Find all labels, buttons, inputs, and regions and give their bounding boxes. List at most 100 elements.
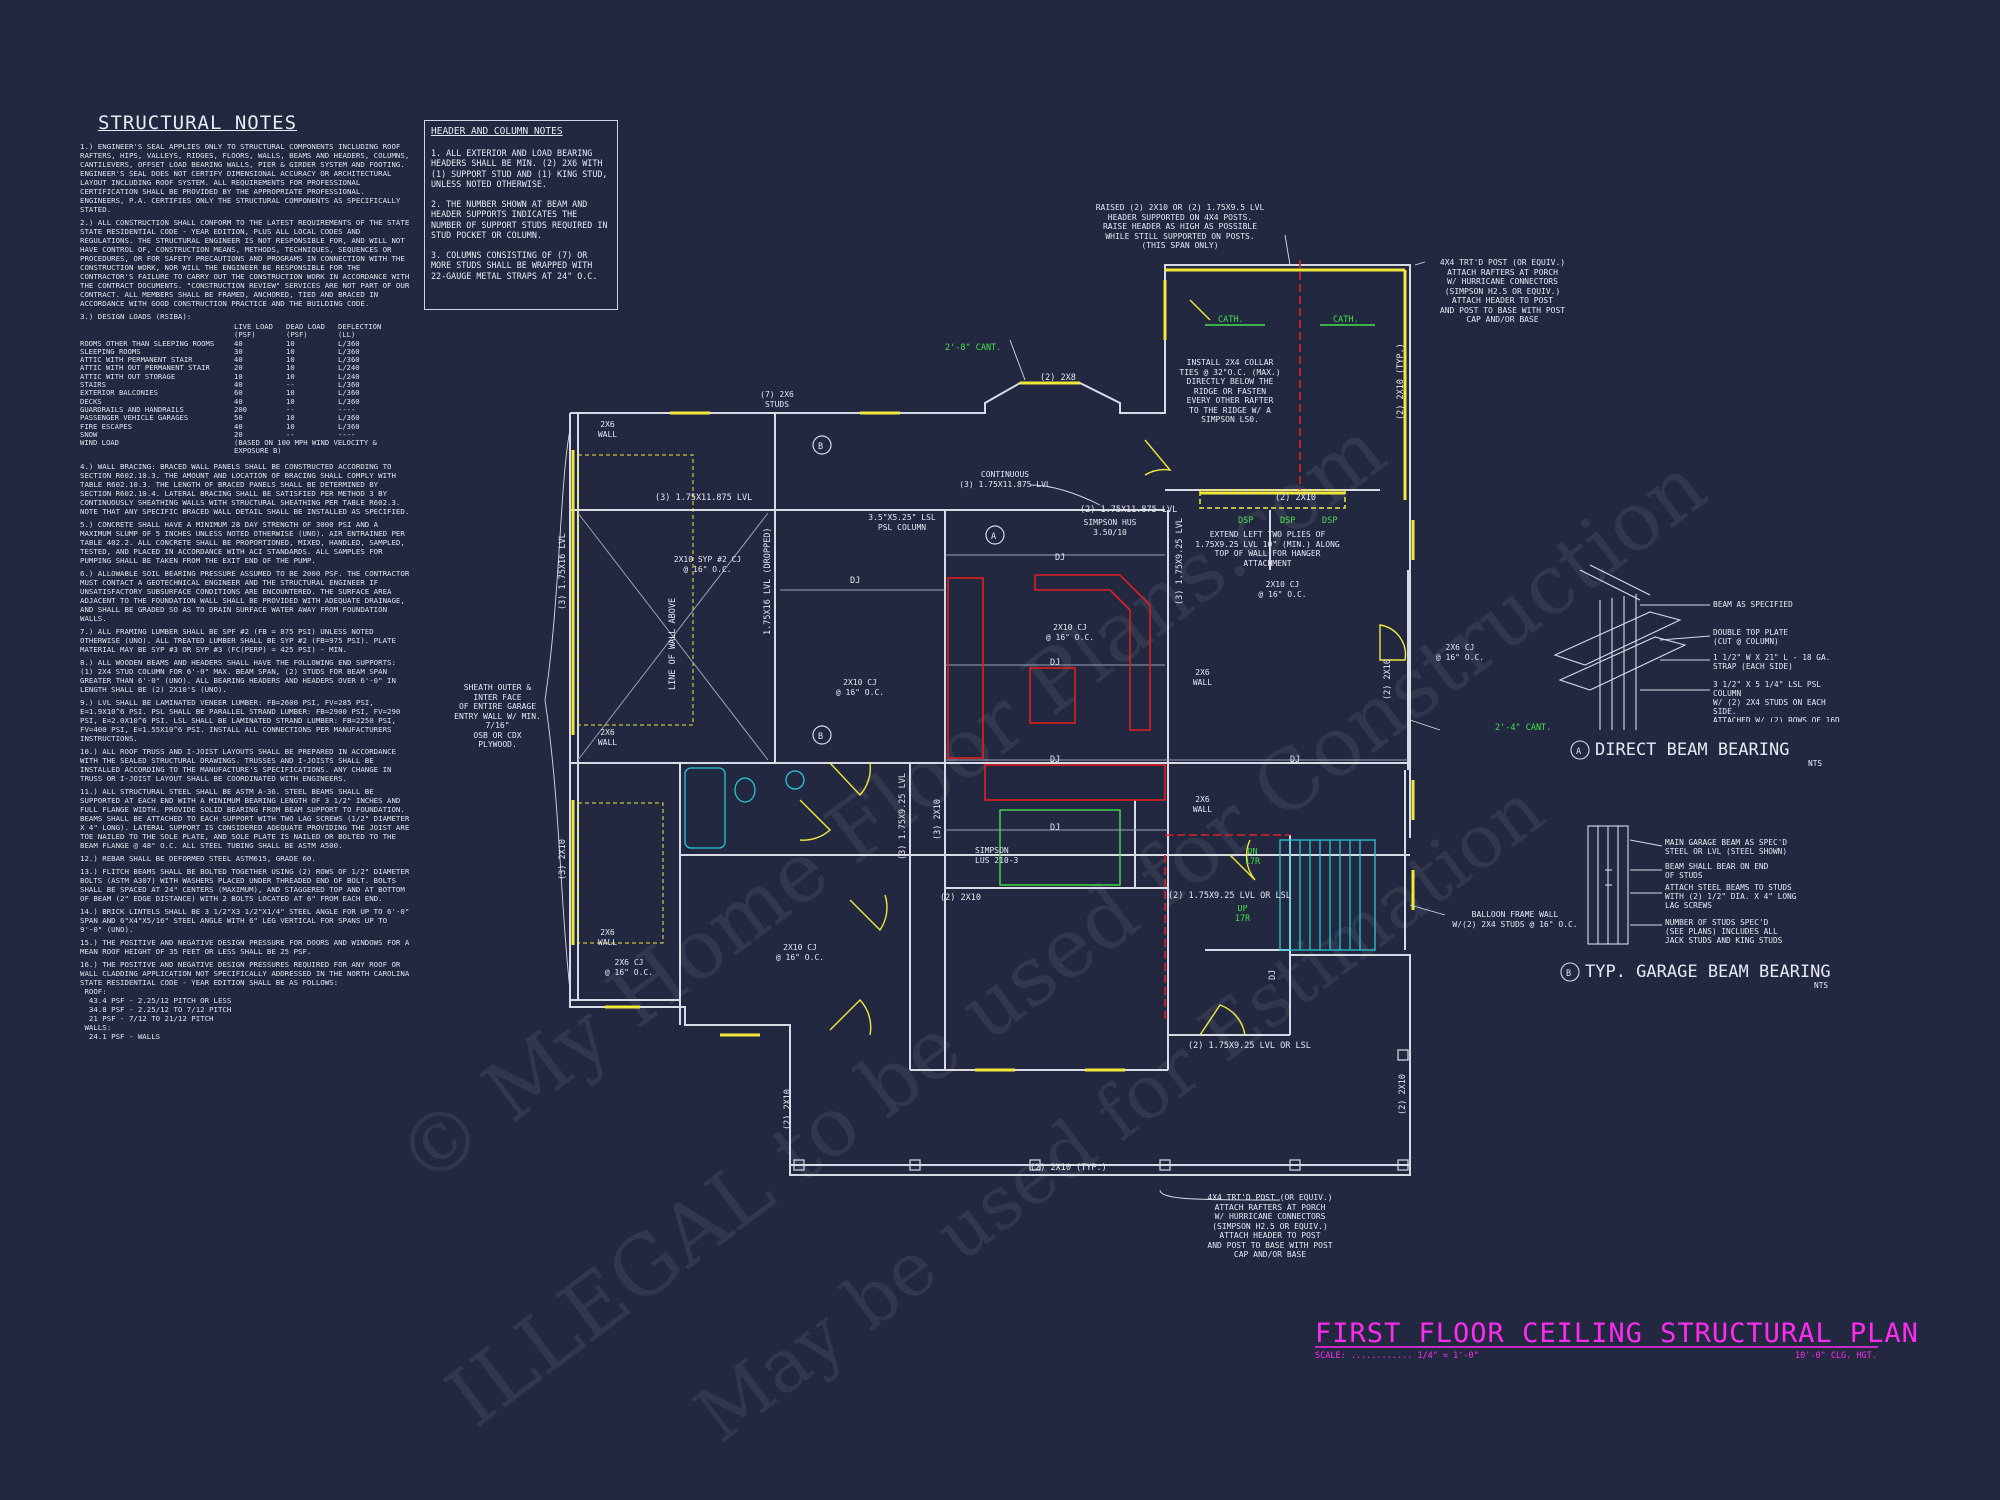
door-7 (1229, 839, 1256, 881)
loads-cell: L/240 (338, 363, 360, 373)
stairs (684, 767, 1376, 951)
loads-cell: WIND LOAD (80, 438, 119, 448)
note-4: 4.) WALL BRACING: BRACED WALL PANELS SHA… (80, 461, 410, 516)
exterior-wall-outline (570, 264, 1411, 503)
loads-cell: EXTERIOR BALCONIES (80, 388, 158, 398)
loads-cell: L/360 (338, 355, 360, 365)
loads-cell: L/360 (338, 413, 360, 423)
loads-cell: DEAD LOAD (PSF) (286, 322, 325, 340)
loads-cell: L/360 (338, 388, 360, 398)
header-notes-title: HEADER AND COLUMN NOTES (431, 126, 563, 137)
cant-left-label: 2'-8" CANT. (945, 343, 1001, 353)
note-10: 10.) ALL ROOF TRUSS AND I-JOIST LAYOUTS … (80, 746, 401, 783)
extend-left-callout: EXTEND LEFT TWO PLIES OF 1.75x9.25 LVL 1… (1195, 530, 1340, 568)
two-x-ten-v-mid: (3) 2x10 (933, 799, 943, 840)
note-8: 8.) ALL WOODEN BEAMS AND HEADERS SHALL H… (80, 657, 401, 694)
loads-cell: (BASED ON 100 MPH WIND VELOCITY & EXPOSU… (234, 438, 377, 456)
loads-cell: ---- (338, 429, 356, 439)
detail-b-drawing (1560, 825, 1663, 982)
cabinet-pantry (1029, 667, 1076, 724)
tag-b-2 (812, 725, 832, 745)
note-12: 12.) REBAR SHALL BE DEFORMED STEEL ASTM6… (80, 853, 316, 863)
garage-dashed-2 (577, 802, 664, 944)
loads-cell: 20 (234, 363, 243, 373)
two-x-six-cj-right: 2x6 CJ @ 16" O.C. (1436, 643, 1484, 662)
header-note-1: 1. ALL EXTERIOR AND LOAD BEARING HEADERS… (431, 147, 613, 190)
loads-cell: 40 (234, 338, 243, 348)
leader-continuous (1029, 484, 1101, 506)
note-3: 3.) DESIGN LOADS (RSIBA): (80, 312, 192, 321)
two-x-eight-label: (2) 2x8 (1040, 373, 1076, 383)
sheath-callout: SHEATH OUTER & INTER FACE OF ENTIRE GARA… (454, 683, 541, 749)
detail-a-nts: NTS (1808, 759, 1822, 768)
plan-ceiling-height: 10'-0" CLG. HGT. (1795, 1351, 1877, 1361)
wall-label-3: 2x6 WALL (598, 928, 617, 947)
column-1 (793, 1159, 805, 1171)
wall-label-4: 2x6 WALL (1193, 668, 1212, 687)
tag-a-1-letter: A (991, 532, 996, 542)
lvl-1175-label: (2) 1.75x11.875 LVL (1080, 505, 1177, 515)
cabinet-left (947, 577, 984, 759)
loads-cell: ROOMS OTHER THAN SLEEPING ROOMS (80, 338, 215, 348)
detail-a-tag: A (1576, 747, 1581, 757)
garage-dashed-1 (577, 454, 694, 726)
detail-b-nts: NTS (1814, 981, 1828, 990)
cj-label-right: 2x10 CJ @ 16" O.C. (1258, 580, 1306, 599)
loads-cell: ATTIC WITH OUT STORAGE (80, 371, 176, 381)
tub (684, 767, 726, 849)
plan-labels: 2'-8" CANT. 2'-4" CANT. CATH. CATH. DSP … (655, 315, 1551, 1173)
collar-ties-callout: INSTALL 2x4 COLLAR TIES @ 32"O.C. (MAX.)… (1179, 358, 1280, 424)
detail-b-note-3: ATTACH STEEL BEAMS TO STUDS WITH (2) 1/2… (1665, 883, 1796, 910)
loads-cell: 40 (234, 421, 243, 431)
detail-b-leader-1 (1629, 839, 1663, 847)
note-15: 15.) THE POSITIVE AND NEGATIVE DESIGN PR… (80, 937, 414, 956)
dj-label-5: DJ (1290, 755, 1300, 765)
toilet (734, 777, 756, 803)
loads-cell: 10 (234, 371, 243, 381)
door-1 (829, 762, 872, 797)
loads-cell: ---- (338, 404, 356, 414)
dsp-box (1199, 489, 1346, 509)
detail-a-top-2 (1589, 564, 1651, 596)
lvl-top-label: (3) 1.75x11.875 LVL (655, 493, 752, 503)
loads-cell: L/360 (338, 421, 360, 431)
simpson-lus-callout: SIMPSON LUS 210-3 (975, 846, 1018, 865)
loads-cell: DEFLECTION (LL) (338, 322, 382, 340)
loads-cell: -- (286, 404, 295, 414)
door-3 (849, 894, 888, 932)
dj-v-label: DJ (1268, 970, 1278, 980)
loads-cell: ATTIC WITH PERMANENT STAIR (80, 355, 193, 365)
header-note-3: 3. COLUMNS CONSISTING OF (7) OR MORE STU… (431, 249, 598, 281)
doors (799, 299, 1407, 1036)
two-x-ten-typ-v: (2) 2x10 (TYP.) (1396, 343, 1406, 420)
dropped-label: 1.75x16 LVL (DROPPED) (763, 528, 773, 635)
wall-label-2: 2x6 WALL (598, 728, 617, 747)
two-x-ten-label: (2) 2x10 (940, 893, 981, 903)
sink (785, 770, 805, 790)
note-14: 14.) BRICK LINTELS SHALL BE 3 1/2"x3 1/2… (80, 906, 414, 934)
cabinet-island (1034, 574, 1151, 731)
balloon-callout: BALLOON FRAME WALL w/(2) 2x4 STUDS @ 16"… (1452, 910, 1577, 929)
detail-b-note-1: MAIN GARAGE BEAM AS SPEC'D STEEL OR LVL … (1665, 838, 1787, 856)
leader-post-b (1159, 1189, 1281, 1201)
studs-label: (7) 2x6 STUDS (760, 390, 794, 409)
leader-lines (544, 234, 1446, 1201)
tag-a-1 (985, 525, 1005, 545)
detail-a-leader-2 (1659, 635, 1711, 641)
cj-label-kitchen: 2x10 CJ @ 16" O.C. (1046, 623, 1094, 642)
green-rect (999, 809, 1121, 886)
detail-b-tag: B (1566, 969, 1571, 979)
loads-cell: PASSENGER VEHICLE GARAGES (80, 413, 189, 423)
porch-columns (793, 1049, 1409, 1171)
leader-raised (1284, 234, 1291, 266)
dsp-label-2: DSP (1280, 516, 1295, 526)
loads-cell: L/360 (338, 380, 360, 390)
